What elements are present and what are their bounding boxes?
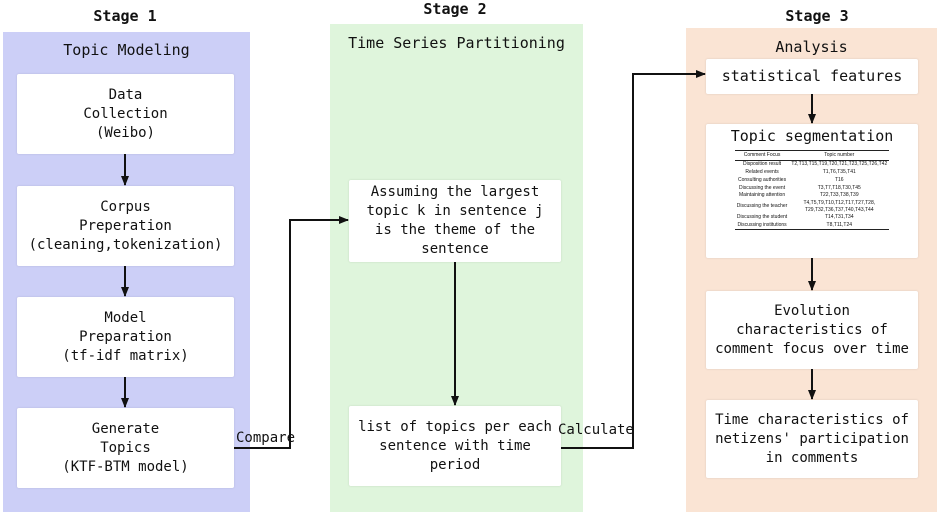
table-row: Consulting authorities T16 [735,176,889,184]
table-row: Disposition result T2,T13,T15,T19,T20,T21… [735,160,889,168]
table-cell: T16 [834,176,844,183]
box-line: Preperation [79,217,172,234]
column-header: Topic number [789,150,890,161]
box-line: Evolution [774,302,850,319]
box-line: Collection [83,105,168,122]
stage-1-title: Stage 1 [93,7,157,25]
model-preparation-box: Model Preparation (tf-idf matrix) [17,297,234,377]
table-cell: T2,T13,T15,T19,T20,T21,T23,T25,T26,T42 [791,161,888,168]
table-row: Discussing the event T3,T7,T18,T30,T45 [735,184,889,192]
calculate-label: Calculate [558,422,634,438]
table-cell: Related events [745,168,779,175]
evolution-characteristics-box: Evolution characteristics of comment foc… [706,291,918,369]
table-cell: T3,T7,T18,T30,T45 [817,184,861,191]
stage-1-panel-title: Topic Modeling [63,41,190,59]
arrow-calculate [561,70,706,449]
topic-segmentation-title: Topic segmentation [730,127,894,145]
table-cell: Discussing the student [736,214,788,221]
table-row: Discussing the teacher T4,T5,T9,T10,T12,T… [735,200,889,214]
topic-segmentation-box: Topic segmentation Comment Focus Topic n… [706,124,918,258]
table-cell: T22,T33,T38,T39 [819,192,859,199]
statistical-features-box: statistical features [706,59,918,94]
corpus-preparation-box: Corpus Preperation (cleaning,tokenizatio… [17,186,234,266]
box-line: statistical features [721,67,903,85]
table-cell: T4,T5,T9,T10,T12,T17,T27,T28, T29,T32,T3… [803,200,876,213]
largest-topic-assumption-box: Assuming the largest topic k in sentence… [349,180,561,262]
column-header: Comment Focus [734,150,790,161]
table-cell: Discussing the teacher [736,203,788,210]
box-line: (Weibo) [95,124,155,141]
generate-topics-box: Generate Topics (KTF-BTM model) [17,408,234,488]
table-cell: T8,T11,T24 [789,221,890,231]
box-line: Data [108,86,143,103]
box-line: characteristics of [736,321,888,338]
box-line: Model [104,309,147,326]
box-line: list of topics per each [358,418,552,435]
box-line: Assuming the largest [370,184,540,200]
compare-label: Compare [236,430,296,446]
table-cell: Consulting authorities [738,176,787,183]
box-line: Generate [91,420,160,437]
box-line: Time characteristics of [715,411,909,428]
table-row: Related events T1,T6,T35,T41 [735,168,889,176]
box-line: period [429,456,481,473]
box-line: sentence [421,241,489,257]
table-cell: T14,T31,T34 [824,214,854,221]
box-line: (cleaning,tokenization) [28,236,223,253]
box-line: sentence with time [379,437,531,454]
table-cell: Disposition result [743,161,782,168]
stage-3-title: Stage 3 [785,7,849,25]
box-line: is the theme of the [374,222,536,238]
stage-3-panel-title: Analysis [775,38,848,56]
table-cell: T1,T6,T35,T41 [822,168,856,175]
box-line: (tf-idf matrix) [62,347,189,364]
stage-2-panel-title: Time Series Partitioning [348,34,565,52]
arrow-compare [234,216,349,449]
topic-table: Comment Focus Topic number Disposition r… [734,150,890,231]
box-line: Preparation [79,328,172,345]
box-line: topic k in sentence j [366,203,544,219]
box-line: comment focus over time [715,340,909,357]
table-cell: Maintaining attention [738,192,786,199]
data-collection-box: Data Collection (Weibo) [17,74,234,154]
box-line: Topics [100,439,151,456]
topic-list-box: list of topics per each sentence with ti… [349,406,561,486]
table-header-row: Comment Focus Topic number [734,150,890,161]
box-line: netizens' participation [715,430,909,447]
stage-2-title: Stage 2 [423,0,487,18]
box-line: Corpus [100,198,151,215]
participation-characteristics-box: Time characteristics of netizens' partic… [706,400,918,478]
table-cell: Discussing the event [738,184,786,191]
table-row: Maintaining attention T22,T33,T38,T39 [735,192,889,200]
table-row: Discussing the student T14,T31,T34 [735,214,889,222]
box-line: in comments [765,449,859,466]
table-cell: Discussing institutions [734,221,790,231]
box-line: (KTF-BTM model) [62,458,189,475]
